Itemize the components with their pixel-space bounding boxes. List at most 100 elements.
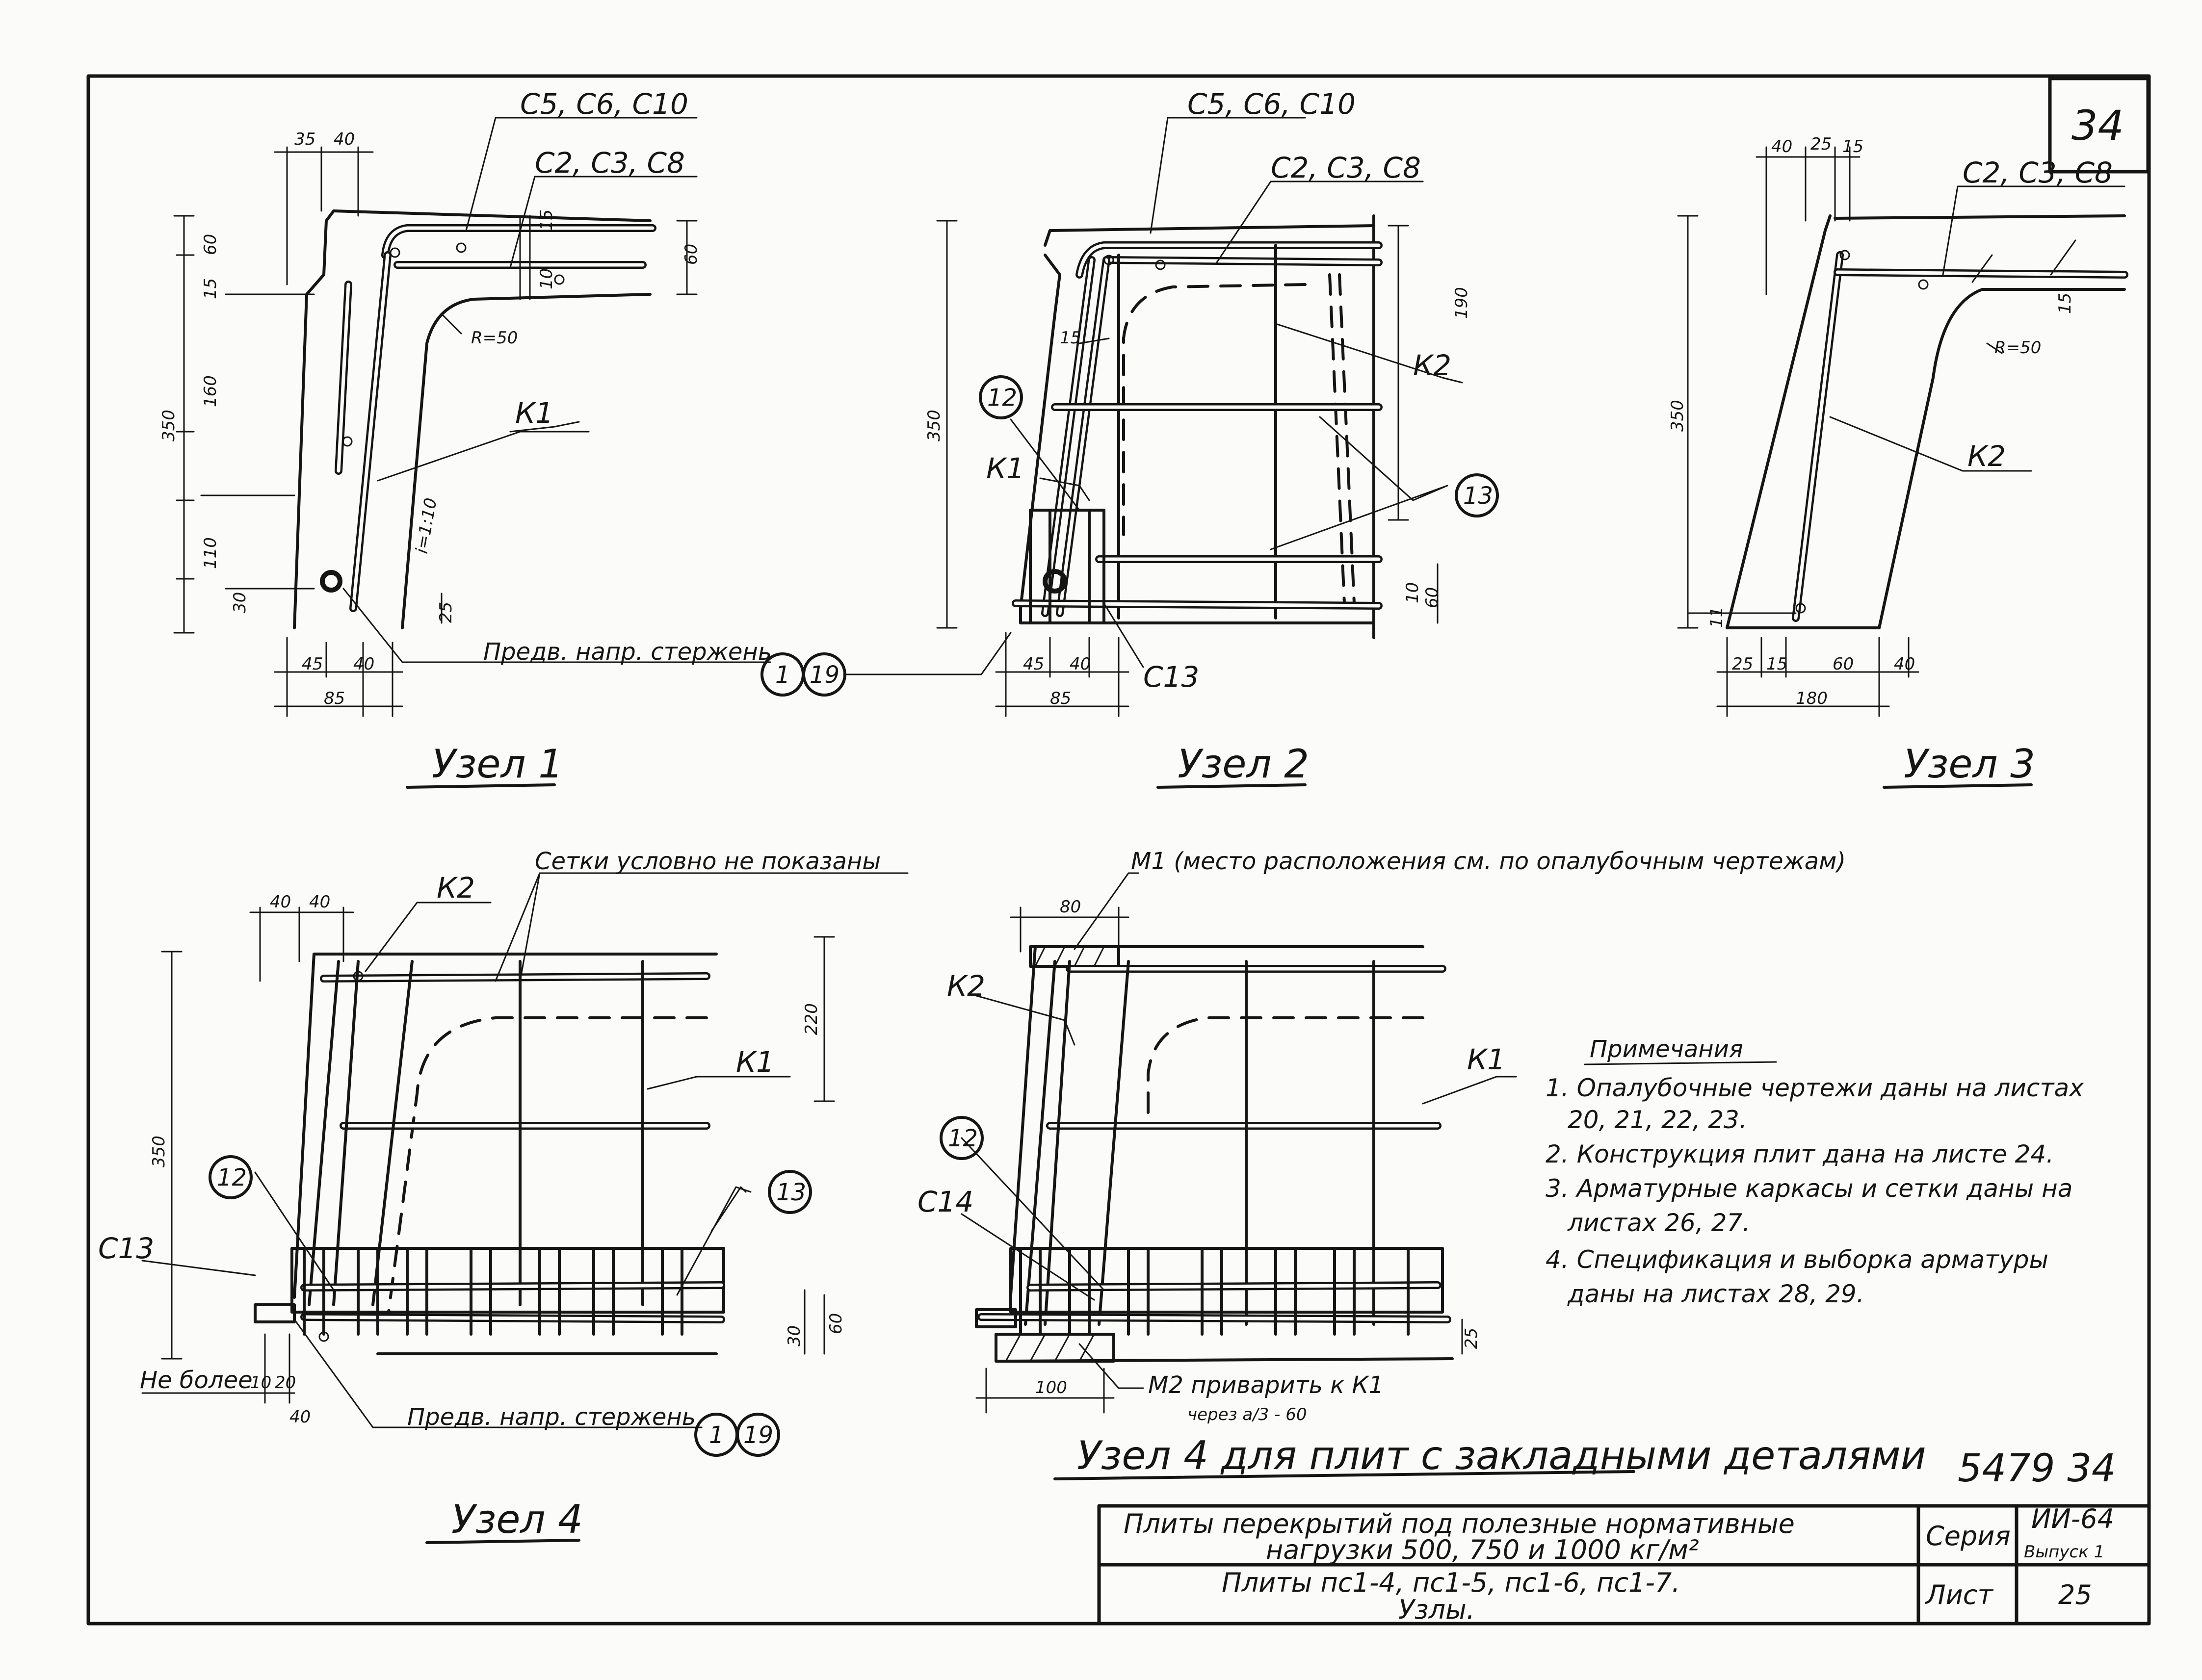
- node-4-title: Узел 4: [451, 1497, 583, 1542]
- dim-15: 15: [201, 278, 220, 299]
- sheet-frame: 34: [86, 74, 2151, 1626]
- label-c2-c3-c8: С2, С3, С8: [535, 146, 685, 180]
- node4b-dim-25: 25: [1462, 1328, 1481, 1349]
- node3-dim-15: 15: [1842, 137, 1863, 156]
- node2-label-k2: К2: [1413, 349, 1451, 382]
- dim-40-bottom: 40: [353, 654, 374, 674]
- node2-label-c13: С13: [1143, 660, 1199, 694]
- stamp-issue-value: Выпуск 1: [2024, 1542, 2104, 1562]
- node-2: С5, С6, С10 С2, С3, С8 К2 К1 12 13 С13 1…: [843, 87, 1499, 789]
- stamp-series-label: Серия: [1926, 1521, 2011, 1551]
- stamp-sheet-label: Лист: [1925, 1579, 1993, 1610]
- node-4-embedded: М1 (место расположения см. по опалубочны…: [918, 848, 1926, 1480]
- dim-350: 350: [159, 410, 179, 441]
- node4-dim-40-a: 40: [270, 892, 291, 912]
- node4-label-tendon: Предв. напр. стержень: [407, 1403, 696, 1431]
- node-2-title: Узел 2: [1178, 741, 1309, 787]
- node4-tendon-mark-19: 19: [743, 1422, 773, 1449]
- note-3-line-1: 3. Арматурные каркасы и сетки даны на: [1546, 1174, 2072, 1203]
- node2-dim-85: 85: [1050, 689, 1071, 708]
- node4-dim-20: 20: [275, 1373, 296, 1393]
- node4b-label-m2: М2 приварить к К1: [1148, 1371, 1384, 1399]
- node4-label-k1: К1: [736, 1045, 774, 1079]
- node3-dim-180: 180: [1796, 689, 1828, 708]
- dim-45: 45: [302, 654, 323, 674]
- label-k1: К1: [515, 396, 553, 430]
- tendon-mark-19: 19: [810, 661, 839, 689]
- note-1-line-1: 1. Опалубочные чертежи даны на листах: [1546, 1074, 2084, 1102]
- stamp-title-2: нагрузки 500, 750 и 1000 кг/м²: [1266, 1534, 1699, 1565]
- node2-dim-45: 45: [1023, 654, 1044, 674]
- dim-110: 110: [201, 537, 220, 569]
- node2-mark-12: 12: [987, 384, 1017, 412]
- node3-label-k2: К2: [1967, 439, 2006, 473]
- node2-dim-40: 40: [1070, 654, 1091, 674]
- node2-dim-60: 60: [1422, 587, 1442, 608]
- node3-dim-15-bottom: 15: [1766, 654, 1787, 674]
- node3-dim-40-bottom: 40: [1894, 654, 1915, 674]
- notes: Примечания 1. Опалубочные чертежи даны н…: [1546, 1035, 2084, 1308]
- node-1: С5, С6, С10 С2, С3, С8 К1 R=50 i=1:10 Пр…: [159, 87, 846, 789]
- node4b-label-c14: С14: [918, 1185, 973, 1218]
- node2-dim-15: 15: [1060, 328, 1081, 348]
- dim-30: 30: [230, 592, 250, 613]
- note-4-line-2: даны на листах 28, 29.: [1567, 1280, 1864, 1308]
- node3-dim-15-right: 15: [2055, 293, 2075, 314]
- node2-dim-10: 10: [1403, 582, 1422, 603]
- node3-dim-350: 350: [1668, 400, 1687, 432]
- node-3: С2, С3, С8 К2 R=50 40 25 15 350 15 11 25…: [1668, 134, 2128, 789]
- node2-label-c2: С2, С3, С8: [1271, 151, 1421, 184]
- node-4-embedded-title: Узел 4 для плит с закладными деталями: [1077, 1433, 1926, 1478]
- node3-dim-60: 60: [1833, 654, 1854, 674]
- node2-mark-13: 13: [1463, 482, 1493, 510]
- node3-dim-40: 40: [1771, 137, 1792, 156]
- note-3-line-2: листах 26, 27.: [1567, 1209, 1750, 1237]
- node-4: Сетки условно не показаны К2 К1 12 13 С1…: [98, 848, 909, 1544]
- node4-mark-12: 12: [217, 1164, 247, 1191]
- dim-40-top: 40: [334, 129, 355, 149]
- stamp-series-value: ИИ-64: [2031, 1503, 2114, 1534]
- dim-60: 60: [201, 234, 220, 255]
- stamp-title-1: Плиты перекрытий под полезные нормативны…: [1124, 1508, 1795, 1539]
- node3-dim-25: 25: [1810, 134, 1832, 154]
- node4b-label-k1: К1: [1467, 1043, 1505, 1076]
- node2-dim-190: 190: [1452, 287, 1471, 319]
- node4-dim-60: 60: [826, 1313, 846, 1334]
- label-tendon: Предв. напр. стержень: [483, 638, 772, 666]
- note-2: 2. Конструкция плит дана на листе 24.: [1546, 1140, 2054, 1168]
- dim-10: 10: [537, 268, 556, 289]
- node4-label-nets: Сетки условно не показаны: [535, 848, 881, 875]
- node4b-label-m1: М1 (место расположения см. по опалубочны…: [1131, 848, 1846, 875]
- dim-35: 35: [294, 129, 315, 149]
- node2-label-c5: С5, С6, С10: [1187, 87, 1356, 121]
- node4-dim-40-c: 40: [289, 1407, 311, 1427]
- stamp-sheet-value: 25: [2058, 1579, 2092, 1610]
- stamp-title-3: Плиты пс1-4, пс1-5, пс1-6, пс1-7.: [1222, 1567, 1680, 1598]
- note-4-line-1: 4. Спецификация и выборка арматуры: [1546, 1245, 2048, 1274]
- node3-dim-25-bottom: 25: [1732, 654, 1753, 674]
- tendon-mark-1: 1: [775, 661, 790, 689]
- node4-dim-40-b: 40: [309, 892, 330, 912]
- node4-dim-220: 220: [802, 1003, 821, 1035]
- node4b-mark-12: 12: [948, 1125, 978, 1152]
- node2-dim-350: 350: [924, 410, 944, 441]
- dim-25: 25: [436, 602, 456, 623]
- node4-tendon-mark-1: 1: [709, 1422, 724, 1449]
- notes-heading: Примечания: [1590, 1035, 1743, 1063]
- node4-label-k2: К2: [437, 871, 475, 905]
- document-number: 5479 34: [1958, 1447, 2116, 1491]
- node-3-title: Узел 3: [1904, 741, 2035, 787]
- stamp-title-4: Узлы.: [1398, 1594, 1475, 1625]
- note-1-line-2: 20, 21, 22, 23.: [1568, 1106, 1747, 1134]
- node4-dim-350: 350: [149, 1136, 169, 1167]
- label-c5-c6-c10: С5, С6, С10: [520, 87, 688, 121]
- label-radius: R=50: [471, 328, 518, 348]
- title-block: 5479 34 Плиты перекрытий под полезные но…: [1097, 1447, 2151, 1626]
- node4-mark-13: 13: [776, 1179, 806, 1206]
- node4b-dim-100: 100: [1035, 1378, 1067, 1397]
- dim-160: 160: [201, 375, 220, 407]
- node3-label-radius: R=50: [1994, 338, 2041, 358]
- node4b-label-k2: К2: [947, 969, 985, 1003]
